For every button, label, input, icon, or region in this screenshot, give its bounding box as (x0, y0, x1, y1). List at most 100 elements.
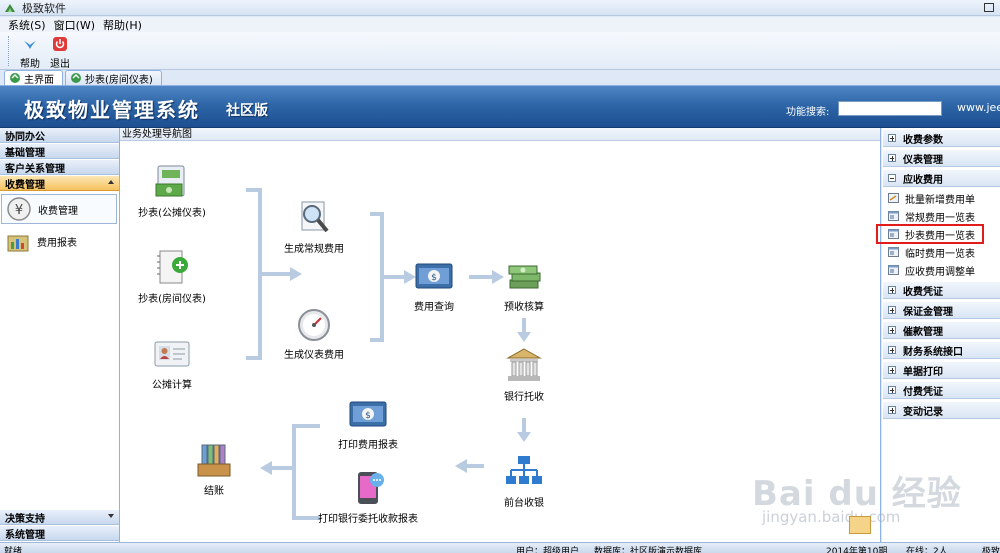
flow-node-front-cashier[interactable]: 前台收银 (464, 452, 584, 509)
exit-button[interactable]: 退出 (46, 36, 74, 70)
item-label: 应收费用调整单 (905, 266, 975, 278)
item-meter-fee-list[interactable]: 抄表费用一览表 (876, 224, 984, 244)
flow-node-label: 生成常规费用 (284, 244, 344, 255)
flow-node-fee-query[interactable]: $ 费用查询 (374, 256, 494, 313)
flow-node-label: 抄表(公摊仪表) (138, 208, 206, 219)
svg-text:¥: ¥ (15, 203, 23, 218)
section-receivable[interactable]: 应收费用 (883, 170, 1000, 187)
section-change-log[interactable]: 变动记录 (883, 402, 1000, 419)
flow-node-meter-public[interactable]: 抄表(公摊仪表) (120, 162, 232, 219)
expand-icon[interactable] (888, 154, 896, 162)
mail-envelope-icon[interactable] (849, 516, 871, 534)
status-ready: 就绪 (4, 547, 23, 553)
nav-item-label: 收费管理 (38, 205, 78, 217)
nav-header-label: 协同办公 (5, 131, 45, 143)
flow-node-label: 打印费用报表 (338, 440, 398, 451)
report-chart-icon (7, 235, 29, 252)
flow-connectors (246, 188, 531, 520)
flow-node-meter-room[interactable]: 抄表(房间仪表) (120, 248, 232, 305)
expand-icon[interactable] (888, 326, 896, 334)
nav-header-label: 客户关系管理 (5, 163, 65, 175)
nav-item-label: 费用报表 (37, 237, 77, 249)
system-title: 极致物业管理系统 (24, 98, 200, 122)
item-temp-fee-list[interactable]: 临时费用一览表 (886, 244, 998, 260)
restore-window-button[interactable] (984, 3, 994, 12)
expand-icon[interactable] (888, 406, 896, 414)
item-regular-fee-list[interactable]: 常规费用一览表 (886, 208, 998, 224)
expand-icon[interactable] (888, 386, 896, 394)
nav-header-decision[interactable]: 决策支持 (0, 510, 119, 525)
list-window-icon (888, 246, 899, 257)
collapse-arrow-icon[interactable] (108, 180, 114, 184)
item-batch-add-fee[interactable]: 批量新增费用单 (886, 190, 998, 206)
title-bar: 极致软件 (0, 0, 1000, 16)
flow-node-print-fee-report[interactable]: $ 打印费用报表 (308, 394, 428, 451)
nav-item-billing-management[interactable]: ¥ 收费管理 (1, 194, 117, 224)
meter-money-icon (155, 165, 185, 197)
nav-header-system[interactable]: 系统管理 (0, 526, 119, 541)
toolbar-grip (8, 36, 10, 66)
nav-header-office[interactable]: 协同办公 (0, 128, 119, 143)
list-window-icon (888, 264, 899, 275)
expand-icon[interactable] (888, 306, 896, 314)
item-receivable-adjust[interactable]: 应收费用调整单 (886, 262, 998, 278)
flow-node-label: 抄表(房间仪表) (138, 294, 206, 305)
flow-node-prepaid-account[interactable]: 预收核算 (464, 256, 584, 313)
flow-node-gen-regular-fee[interactable]: 生成常规费用 (254, 198, 374, 255)
list-window-icon (888, 210, 899, 221)
section-dunning[interactable]: 催款管理 (883, 322, 1000, 339)
function-search-input[interactable] (838, 101, 942, 116)
section-bill-print[interactable]: 单据打印 (883, 362, 1000, 379)
bird-help-icon (24, 41, 36, 49)
section-deposit[interactable]: 保证金管理 (883, 302, 1000, 319)
nav-header-billing[interactable]: 收费管理 (0, 176, 119, 191)
flow-node-print-bank-report[interactable]: 打印银行委托收款报表 (308, 468, 428, 525)
dollar-card-icon: $ (415, 263, 453, 289)
section-fee-voucher[interactable]: 收费凭证 (883, 282, 1000, 299)
flow-node-label: 前台收银 (504, 498, 544, 509)
binders-icon (197, 444, 231, 477)
section-payment-voucher[interactable]: 付费凭证 (883, 382, 1000, 399)
app-banner: 极致物业管理系统 社区版 功能搜索: www.jee (0, 86, 1000, 128)
item-label: 常规费用一览表 (905, 212, 975, 224)
right-navigation: 收费参数 仪表管理 应收费用 批量新增费用单 常规费用一览表 抄表费用一览表 临… (876, 128, 1000, 542)
expand-arrow-icon[interactable] (108, 514, 114, 518)
tab-main-label: 主界面 (24, 74, 54, 86)
svg-text:$: $ (365, 411, 371, 421)
arrow-head (260, 461, 272, 475)
nav-header-crm[interactable]: 客户关系管理 (0, 160, 119, 175)
tab-meter-room[interactable]: 抄表(房间仪表) (65, 70, 162, 86)
tab-main[interactable]: 主界面 (4, 70, 63, 86)
flow-node-bank-collection[interactable]: 银行托收 (464, 346, 584, 403)
nav-item-fee-report[interactable]: 费用报表 (1, 226, 117, 256)
section-finance-interface[interactable]: 财务系统接口 (883, 342, 1000, 359)
item-label: 临时费用一览表 (905, 248, 975, 260)
menu-system[interactable]: 系统(S) (8, 18, 46, 32)
expand-icon[interactable] (888, 346, 896, 354)
gauge-icon (298, 309, 330, 341)
section-label: 仪表管理 (903, 154, 943, 166)
document-tabs: 主界面 抄表(房间仪表) (0, 70, 1000, 86)
flow-node-settle[interactable]: 结账 (154, 440, 274, 497)
menu-window[interactable]: 窗口(W) (53, 18, 96, 32)
expand-icon[interactable] (888, 366, 896, 374)
expand-icon[interactable] (888, 286, 896, 294)
section-label: 单据打印 (903, 366, 943, 378)
arrow-head (517, 332, 531, 342)
section-fee-params[interactable]: 收费参数 (883, 130, 1000, 147)
flow-node-label: 银行托收 (504, 392, 544, 403)
menu-help[interactable]: 帮助(H) (103, 18, 142, 32)
expand-icon[interactable] (888, 134, 896, 142)
notebook-add-icon (157, 250, 188, 284)
toolbar: 帮助 退出 (0, 32, 1000, 70)
nav-header-basic[interactable]: 基础管理 (0, 144, 119, 159)
section-meter-mgmt[interactable]: 仪表管理 (883, 150, 1000, 167)
svg-text:$: $ (431, 273, 437, 283)
cash-stack-icon (508, 265, 541, 289)
flow-node-label: 生成仪表费用 (284, 350, 344, 361)
flow-node-gen-meter-fee[interactable]: 生成仪表费用 (254, 304, 374, 361)
help-button[interactable]: 帮助 (16, 36, 44, 70)
collapse-icon[interactable] (888, 174, 896, 182)
yen-coin-icon: ¥ (7, 197, 31, 221)
flow-node-shared-calc[interactable]: 公摊计算 (120, 334, 232, 391)
